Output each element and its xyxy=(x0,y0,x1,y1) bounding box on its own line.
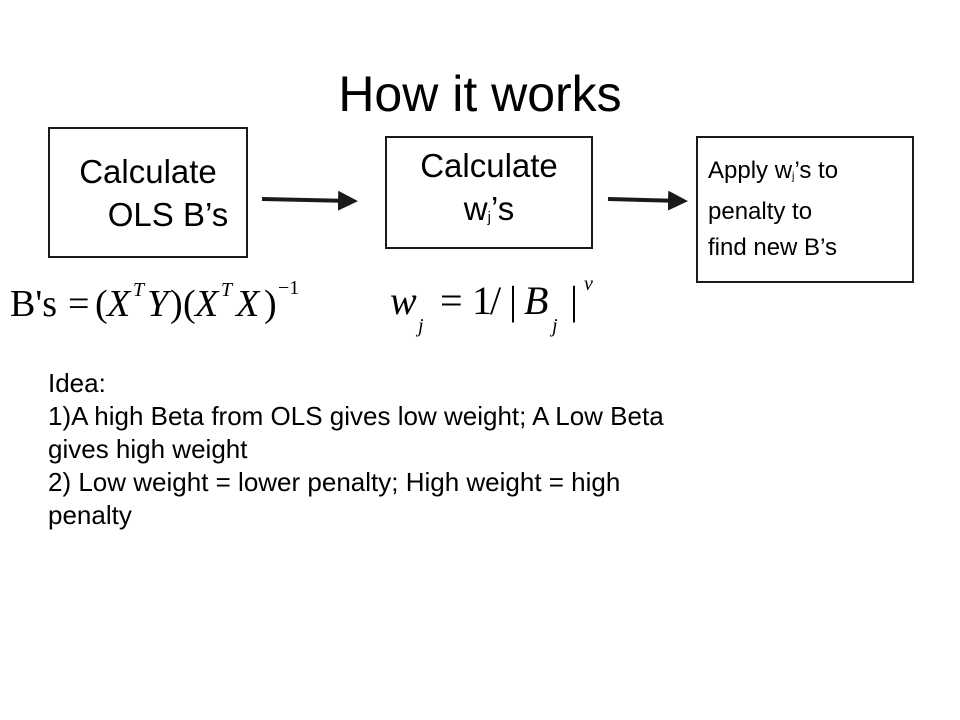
step3-line2: penalty to xyxy=(708,198,813,226)
step3-prefix: Apply w xyxy=(708,156,793,184)
step-box-apply: Apply wj’s to penalty to find new B’s xyxy=(696,136,914,283)
idea-line3: 2) Low weight = lower penalty; High weig… xyxy=(48,467,621,497)
arrow-1 xyxy=(261,190,358,211)
idea-line4: penalty xyxy=(48,500,132,530)
step3-line3: find new B’s xyxy=(708,234,837,262)
w-exp: v xyxy=(584,273,593,295)
step2-line2: wj’s xyxy=(464,187,514,240)
ols-open2: ( xyxy=(183,283,196,325)
formula-ols-betas: B's = ( X T Y ) ( X T X ) −1 xyxy=(10,277,299,325)
arrow-2 xyxy=(607,190,688,211)
step-box-weights: Calculate wj’s xyxy=(385,136,593,249)
w-bar1: | xyxy=(509,278,517,323)
step-box-ols: Calculate OLS B’s xyxy=(48,127,248,258)
step2-w: w xyxy=(463,190,488,228)
ols-sup2: T xyxy=(221,279,234,301)
ols-exp: −1 xyxy=(278,277,299,299)
w-eq: = xyxy=(440,278,463,323)
w-b: B xyxy=(524,278,548,323)
ols-close1: ) xyxy=(170,283,183,325)
ols-x3: X xyxy=(234,283,261,325)
step3-line1: Apply wj’s to xyxy=(708,153,838,195)
ols-y: Y xyxy=(147,283,172,325)
step2-line1: Calculate xyxy=(420,147,558,185)
idea-line2: gives high weight xyxy=(48,434,248,464)
ols-open1: ( xyxy=(95,283,108,325)
w-base: w xyxy=(390,278,417,323)
slide-title: How it works xyxy=(338,66,622,122)
ols-x2: X xyxy=(193,283,220,325)
idea-heading: Idea: xyxy=(48,368,106,398)
step1-line2: OLS B’s xyxy=(107,195,229,233)
step3-suffix: ’s to xyxy=(794,156,839,184)
w-slash: / xyxy=(490,278,502,323)
ols-close2: ) xyxy=(264,283,277,325)
formula-weight: w j = 1 / | B j | v xyxy=(390,273,593,337)
idea-line1: 1)A high Beta from OLS gives low weight;… xyxy=(48,401,664,431)
step1-line1: Calculate xyxy=(79,152,217,190)
step3-sub-j: j xyxy=(792,170,795,183)
step2-sub-j: j xyxy=(487,210,491,227)
ols-sup1: T xyxy=(133,279,146,301)
w-one: 1 xyxy=(472,278,492,323)
step2-suffix: ’s xyxy=(490,190,515,228)
ols-lhs: B's xyxy=(10,283,57,325)
ols-eq: = xyxy=(68,283,89,325)
ols-x1: X xyxy=(105,283,132,325)
idea-text: Idea: 1)A high Beta from OLS gives low w… xyxy=(48,367,908,532)
w-sub2: j xyxy=(549,315,558,337)
w-bar2: | xyxy=(570,278,578,323)
w-sub: j xyxy=(415,315,424,337)
